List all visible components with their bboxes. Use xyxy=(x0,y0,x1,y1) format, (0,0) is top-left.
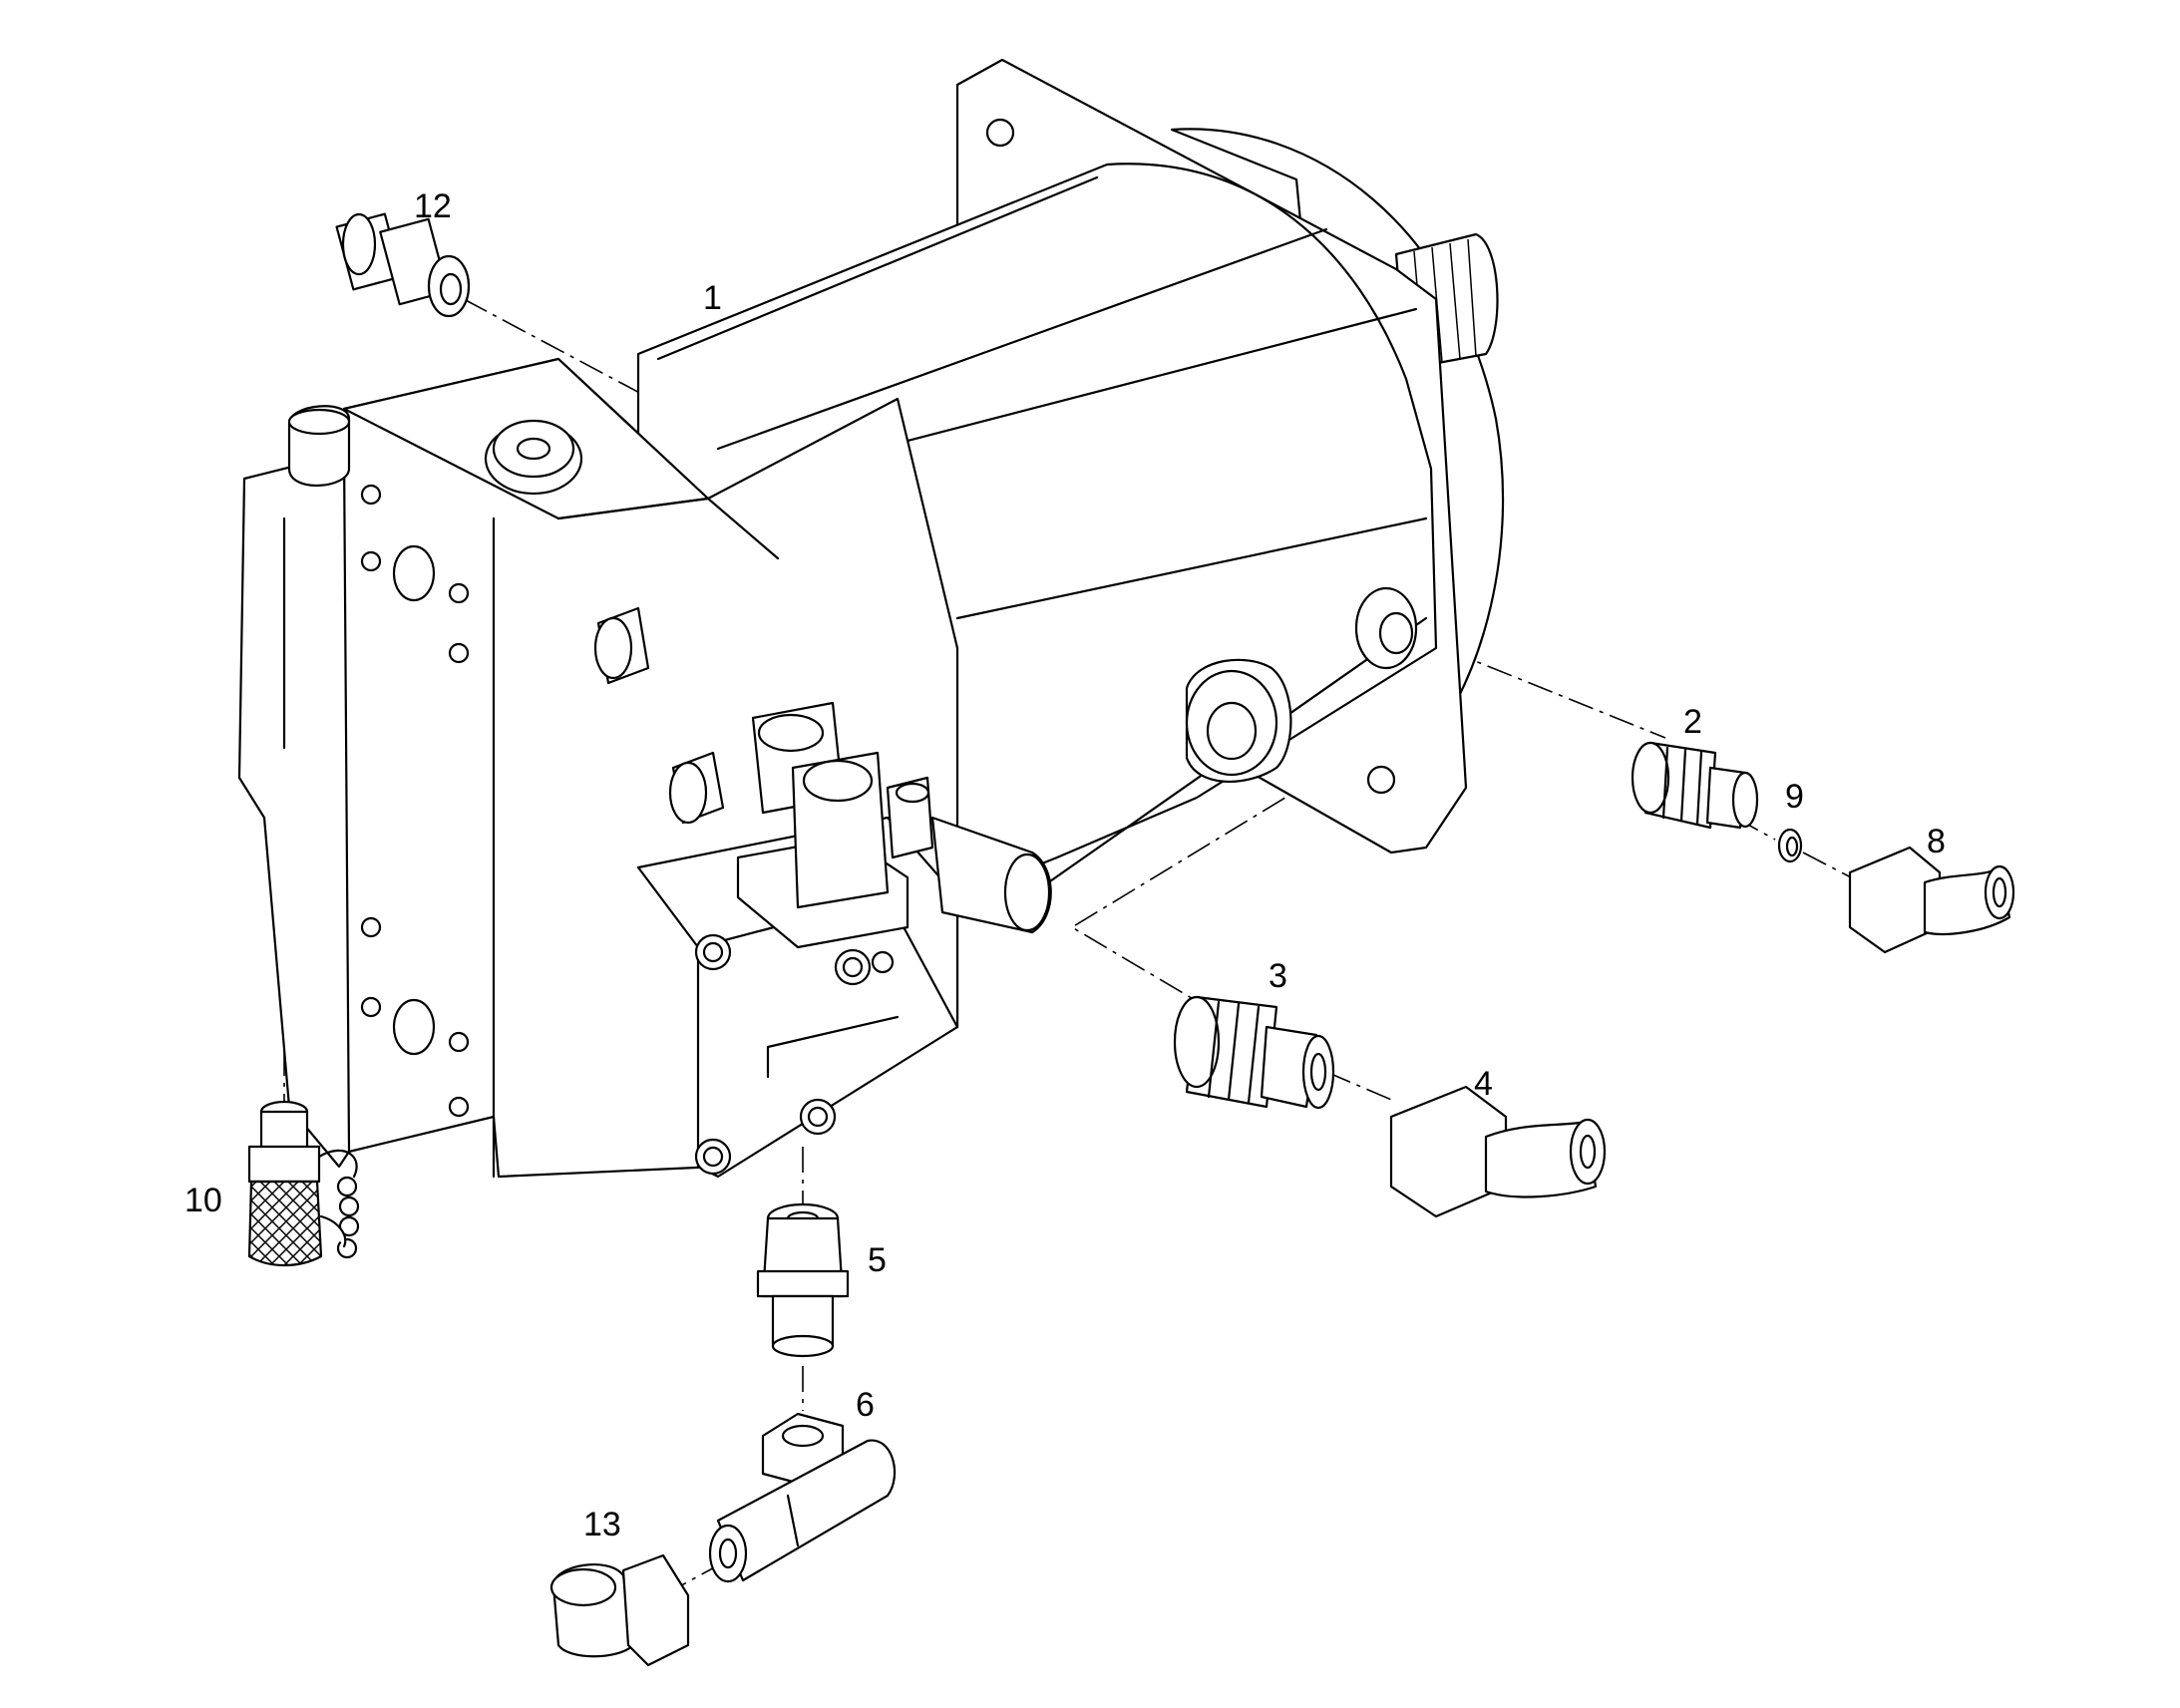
test-coupling-item-10 xyxy=(247,1100,360,1266)
callout-13: 13 xyxy=(583,1506,621,1543)
callout-labels: 1 2 3 4 5 6 8 9 10 12 13 xyxy=(184,187,1946,1543)
callout-5: 5 xyxy=(868,1241,887,1279)
hydraulic-motor-item-1 xyxy=(237,58,1505,1179)
plug-item-12 xyxy=(335,212,471,318)
callout-2: 2 xyxy=(1683,703,1702,741)
elbow-fitting-item-4 xyxy=(1389,1085,1607,1218)
seal-ring-item-9 xyxy=(1777,828,1803,863)
adapter-item-5 xyxy=(756,1202,850,1358)
adapter-item-2 xyxy=(1631,741,1759,830)
callout-4: 4 xyxy=(1474,1065,1493,1103)
callout-6: 6 xyxy=(856,1386,875,1424)
callout-3: 3 xyxy=(1269,957,1287,995)
adapter-item-3 xyxy=(1173,995,1335,1110)
elbow-fitting-item-8 xyxy=(1848,846,2015,954)
elbow-fitting-item-13 xyxy=(549,1553,690,1667)
callout-10: 10 xyxy=(184,1182,222,1219)
callout-12: 12 xyxy=(414,187,452,225)
callout-9: 9 xyxy=(1785,778,1804,816)
callout-1: 1 xyxy=(703,279,722,317)
tee-fitting-item-6 xyxy=(708,1412,897,1583)
callout-8: 8 xyxy=(1927,823,1946,860)
